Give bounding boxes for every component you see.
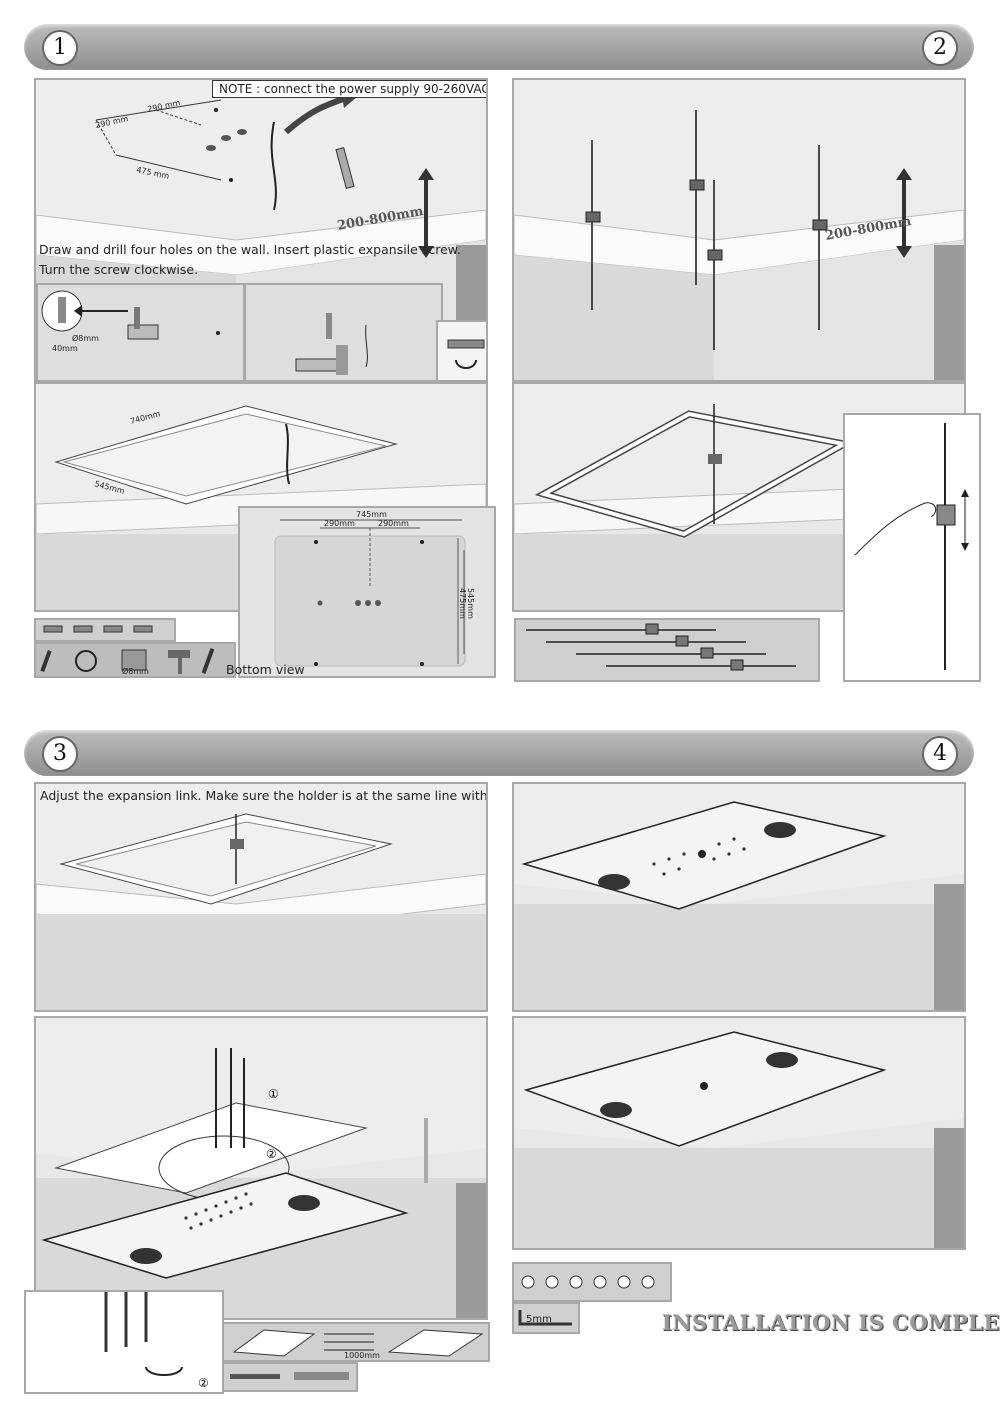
instruction-line2: Turn the screw clockwise. — [39, 262, 199, 277]
bv-overall: 745mm — [356, 510, 387, 519]
marker-2: ② — [266, 1147, 277, 1161]
step-bar-top — [24, 24, 974, 70]
bv-side-inner: 475mm — [458, 588, 467, 619]
step3-connect-panel: ① ② — [34, 1016, 488, 1320]
bottom-view-inset: 745mm 290mm 290mm 545mm 475mm — [238, 506, 496, 678]
installation-complete-text: INSTALLATION IS COMPLETE — [662, 1310, 1000, 1335]
marker-2b: ② — [198, 1376, 209, 1390]
step-bar-bottom — [24, 730, 974, 776]
tool-label: Ø8mm — [122, 666, 149, 676]
step-number-3: 3 — [42, 736, 78, 772]
screws-tray — [34, 618, 176, 642]
power-note: NOTE : connect the power supply 90-260VA… — [212, 80, 486, 98]
bottom-view-label: Bottom view — [226, 662, 305, 677]
drill-depth: 40mm — [52, 344, 78, 353]
marker-1: ① — [268, 1087, 279, 1101]
screws-tray-4 — [512, 1262, 672, 1302]
bv-side-outer: 545mm — [466, 588, 475, 619]
step-number-4: 4 — [922, 736, 958, 772]
step3-adjust-panel: Adjust the expansion link. Make sure the… — [34, 782, 488, 1012]
step4-done-panel — [512, 1016, 966, 1250]
bv-right: 290mm — [378, 519, 409, 528]
tools-tray: Ø8mm — [34, 642, 236, 678]
step3-instruction: Adjust the expansion link. Make sure the… — [40, 788, 488, 803]
step2-rods-panel: 200-800mm — [512, 78, 966, 382]
drill-diameter: Ø8mm — [72, 333, 99, 343]
allen-key-tray: 5mm — [512, 1302, 580, 1334]
step1-ceiling-panel: 290 mm 290 mm 475 mm 200-800mm NOTE : co… — [34, 78, 488, 382]
allen-key-size: 5mm — [526, 1314, 552, 1325]
rods-tray — [514, 618, 820, 682]
wrench-tray — [222, 1362, 358, 1392]
shower-head-tray: 1000mm — [222, 1322, 490, 1362]
step4-mount-panel — [512, 782, 966, 1012]
step-number-2: 2 — [922, 30, 958, 66]
bv-left: 290mm — [324, 519, 355, 528]
step-number-1: 1 — [42, 30, 78, 66]
instruction-line1: Draw and drill four holes on the wall. I… — [39, 242, 461, 257]
insert-subpanel — [244, 283, 443, 380]
screwdriver-subpanel — [436, 320, 486, 380]
drill-subpanel: Ø8mm 40mm — [36, 283, 245, 380]
hose-length: 1000mm — [344, 1351, 380, 1360]
adjust-closeup — [843, 413, 981, 682]
step3-closeup: ② — [24, 1290, 224, 1394]
